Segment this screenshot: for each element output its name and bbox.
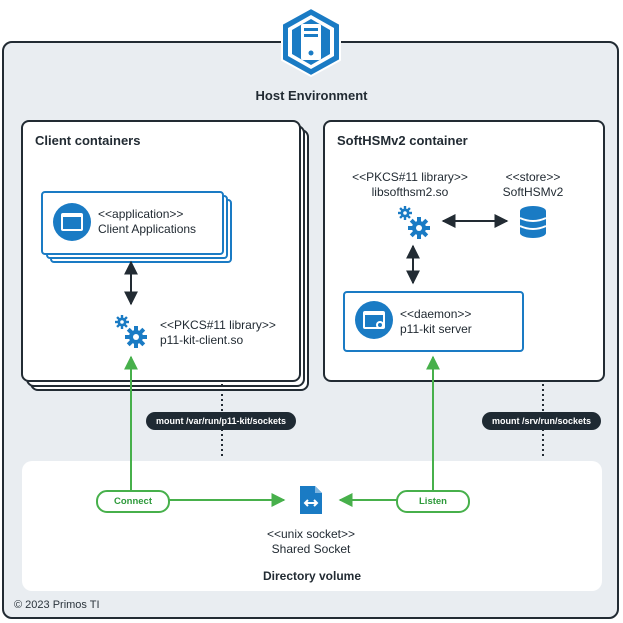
client-library-name: p11-kit-client.so [160,333,244,347]
connect-label: Connect [96,490,170,513]
softhsm-mount-label: mount /srv/run/sockets [482,412,602,430]
client-library-stereotype: <<PKCS#11 library>> [160,318,276,332]
store-stereotype: <<store>> [505,170,561,184]
store-name: SoftHSMv2 [502,185,564,199]
socket-name: Shared Socket [271,542,351,556]
window-icon [53,203,91,241]
directory-volume-title: Directory volume [262,569,362,583]
softhsm-library-stereotype: <<PKCS#11 library>> [352,170,468,184]
client-app-stereotype: <<application>> [98,207,184,221]
copyright: © 2023 Primos TI [14,599,100,611]
gears-icon [398,206,430,239]
client-mount-label: mount /var/run/p11-kit/sockets [146,412,297,430]
softhsm-library-name: libsofthsm2.so [371,185,449,199]
socket-stereotype: <<unix socket>> [266,527,356,541]
daemon-name: p11-kit server [400,322,472,336]
listen-label: Listen [396,490,470,513]
host-environment-title: Host Environment [255,88,368,103]
directory-volume [22,461,602,591]
client-application-box [41,191,224,255]
socket-file-icon [300,486,322,514]
client-containers-title: Client containers [35,133,141,148]
daemon-window-icon [355,301,393,339]
daemon-stereotype: <<daemon>> [400,307,472,321]
database-icon [519,206,547,238]
gears-icon [115,315,147,348]
softhsm-container-title: SoftHSMv2 container [337,133,468,148]
server-icon [281,6,341,78]
client-app-name: Client Applications [98,222,197,236]
